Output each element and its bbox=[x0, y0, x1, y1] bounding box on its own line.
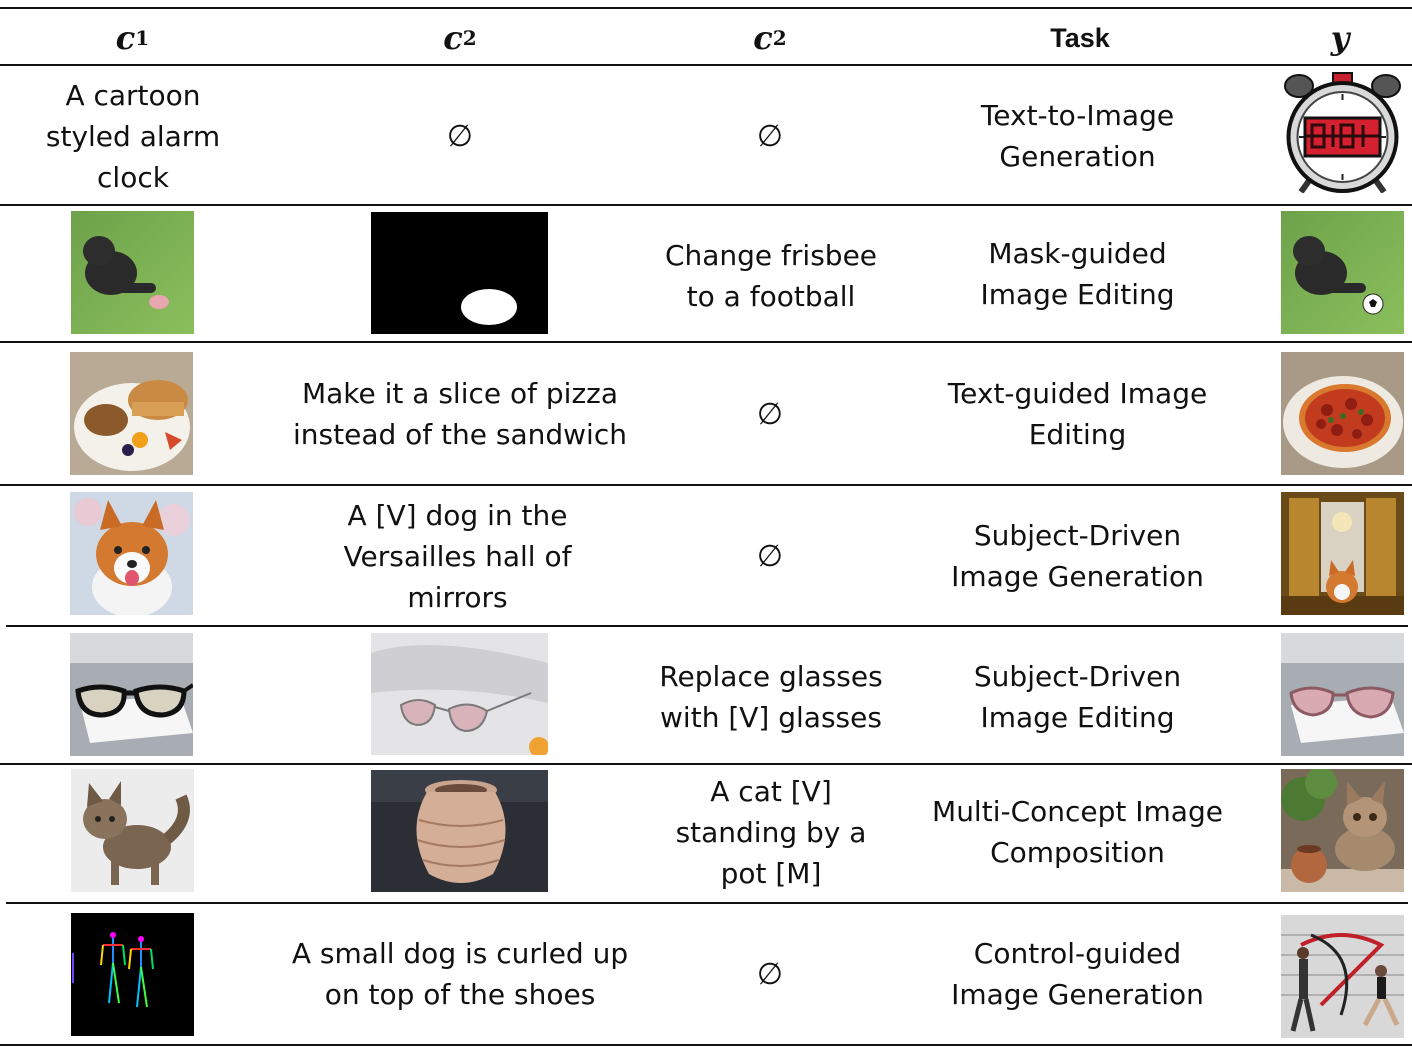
corgi-versailles-image bbox=[1281, 492, 1404, 615]
sandwich-plate-image bbox=[70, 352, 193, 475]
alarm-clock-image bbox=[1281, 70, 1404, 193]
row1-task: Text-to-Image Generation bbox=[980, 99, 1175, 173]
rule-row bbox=[0, 204, 1412, 206]
row1-c2-empty: ∅ bbox=[446, 118, 474, 154]
edited-glasses-image bbox=[1281, 633, 1404, 756]
row2-mask bbox=[371, 212, 548, 334]
row2-input-dog-frisbee bbox=[71, 211, 194, 334]
row2-task: Mask-guided Image Editing bbox=[980, 237, 1175, 311]
row3-c3-empty: ∅ bbox=[756, 396, 784, 432]
header-task: Task bbox=[1050, 22, 1110, 53]
row1-c3-empty: ∅ bbox=[756, 118, 784, 154]
rule-row bbox=[0, 484, 1412, 486]
row2-output-dog-football bbox=[1281, 211, 1404, 334]
row5-output-pink-glasses bbox=[1281, 633, 1404, 756]
row3-input-sandwich-plate bbox=[70, 352, 193, 475]
rule-bottom bbox=[0, 1044, 1412, 1046]
black-glasses-image bbox=[70, 633, 193, 756]
row5-input-glasses bbox=[70, 633, 193, 756]
row4-c3-empty: ∅ bbox=[756, 538, 784, 574]
row6-output-cat-pot bbox=[1281, 769, 1404, 892]
row6-c3-text: A cat [V] standing by a pot [M] bbox=[675, 774, 867, 890]
dog-football-image bbox=[1281, 211, 1404, 334]
row3-output-pizza-plate bbox=[1281, 352, 1404, 475]
row7-c2-text: A small dog is curled up on top of the s… bbox=[291, 937, 629, 1011]
row1-c1-text: A cartoon styled alarm clock bbox=[45, 78, 221, 194]
rule-row bbox=[6, 902, 1408, 904]
row4-output-corgi-versailles bbox=[1281, 492, 1404, 615]
rule-top bbox=[0, 7, 1412, 9]
row4-c2-text: A [V] dog in the Versailles hall of mirr… bbox=[343, 498, 572, 614]
mask-image bbox=[461, 289, 517, 325]
cat-image bbox=[71, 769, 194, 892]
row2-c3-text: Change frisbee to a football bbox=[664, 239, 878, 313]
row4-task: Subject-Driven Image Generation bbox=[951, 519, 1204, 593]
row3-c2-text: Make it a slice of pizza instead of the … bbox=[293, 377, 627, 451]
dog-grass-image bbox=[71, 211, 194, 334]
row4-input-corgi bbox=[70, 492, 193, 615]
rule-header bbox=[0, 64, 1412, 66]
rule-row bbox=[6, 625, 1408, 627]
cat-pot-image bbox=[1281, 769, 1404, 892]
corgi-image bbox=[70, 492, 193, 615]
row6-input-cat bbox=[71, 769, 194, 892]
pose-skeleton-image bbox=[71, 913, 194, 1036]
row7-task: Control-guided Image Generation bbox=[951, 937, 1204, 1011]
pink-glasses-image bbox=[371, 633, 548, 755]
row5-c3-text: Replace glasses with [V] glasses bbox=[659, 660, 883, 734]
row6-task: Multi-Concept Image Composition bbox=[932, 795, 1223, 869]
row3-task: Text-guided Image Editing bbox=[947, 377, 1208, 451]
pizza-plate-image bbox=[1281, 352, 1404, 475]
pot-image bbox=[371, 770, 548, 892]
rule-row bbox=[0, 341, 1412, 343]
row7-c3-empty: ∅ bbox=[756, 956, 784, 992]
rule-row bbox=[0, 763, 1412, 765]
row5-reference-glasses bbox=[371, 633, 548, 755]
dancers-image bbox=[1281, 915, 1404, 1038]
row7-input-pose-skeleton bbox=[71, 913, 194, 1036]
header-y: y bbox=[1330, 19, 1350, 57]
row1-output-alarm-clock bbox=[1281, 70, 1404, 193]
row6-reference-pot bbox=[371, 770, 548, 892]
row7-output-control-image bbox=[1281, 915, 1404, 1038]
row5-task: Subject-Driven Image Editing bbox=[973, 660, 1182, 734]
